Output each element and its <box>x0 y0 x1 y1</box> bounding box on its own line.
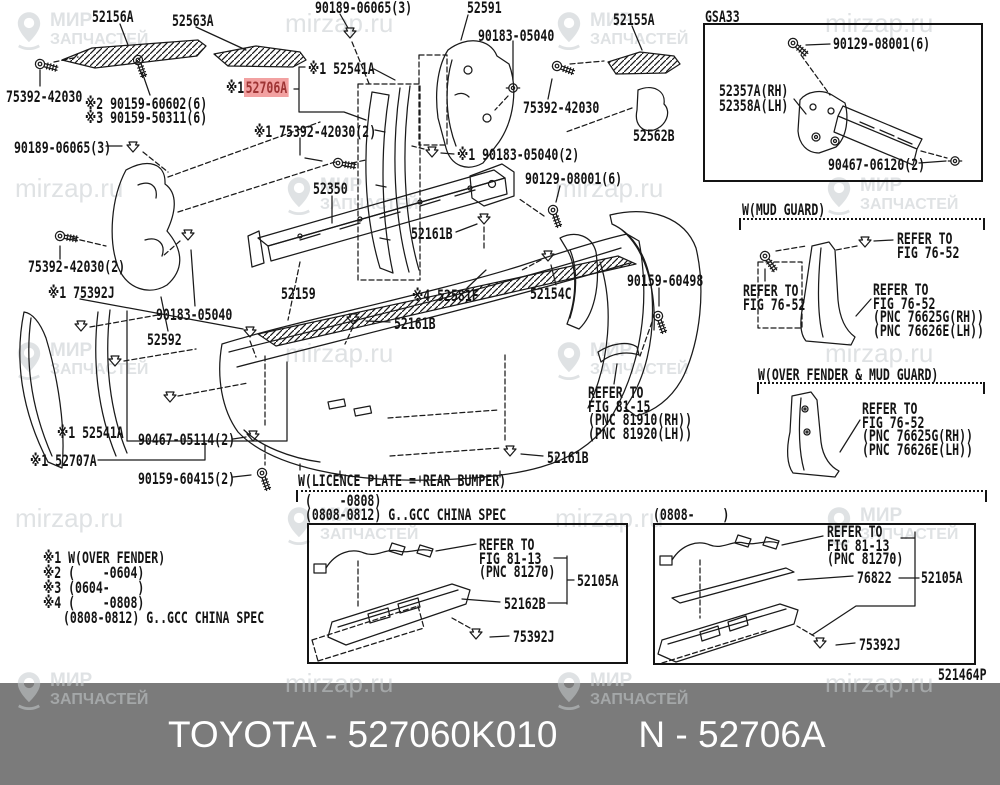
part-label: 52154C <box>530 284 572 303</box>
section-title: W(MUD GUARD) <box>742 200 826 219</box>
part-label: 52161B <box>411 224 453 243</box>
part-label: 52350 <box>313 179 348 198</box>
footer-part-number: TOYOTA - 527060K010 <box>168 713 558 755</box>
part-label: 90183-05040 <box>478 26 555 45</box>
part-label: ※2 90159-60602(6) <box>85 94 208 113</box>
part-label: 52162B <box>504 594 546 613</box>
part-label: 52161B <box>547 448 589 467</box>
part-label: 52591 <box>467 0 502 17</box>
part-label: 90189-06065(3) <box>315 0 413 17</box>
part-52155A-52562B <box>547 25 681 133</box>
part-52541A-retainer <box>293 13 455 281</box>
bumper-fasteners <box>232 313 544 493</box>
part-label: 90189-06065(3) <box>14 138 112 157</box>
part-52350-reinforcement <box>247 163 565 321</box>
part-label: 90159-60415(2) <box>138 469 236 488</box>
legend-row: ※1 W(OVER FENDER) <box>43 548 166 567</box>
date-range: (0808- ) <box>653 505 730 524</box>
selected-part-label[interactable]: ※152706A <box>226 78 289 97</box>
part-label: 75392J <box>513 627 555 646</box>
selected-part-prefix: ※1 <box>226 78 245 97</box>
part-label: 76822 <box>857 568 892 587</box>
part-label: ※1 75392J <box>48 283 115 302</box>
gsa33-inset-art <box>785 35 963 166</box>
part-label: 52358A(LH) <box>719 96 789 115</box>
part-52156A-52563A-rails <box>33 23 307 173</box>
section-title: GSA33 <box>705 7 740 26</box>
footer-pnc-code: N - 52706A <box>638 713 826 755</box>
part-label: 90467-06120(2) <box>828 155 926 174</box>
part-label: ※1 90183-05040(2) <box>457 145 580 164</box>
part-label: 90129-08001(6) <box>833 34 931 53</box>
part-label: ※1 52707A <box>30 451 97 470</box>
legend-row: ※3 (0604- ) <box>43 578 145 597</box>
part-label: 75392-42030 <box>6 87 83 106</box>
overfender-inset-art <box>786 391 861 478</box>
date-range: ( -0808) <box>305 491 382 510</box>
part-label: 52357A(RH) <box>719 81 789 100</box>
part-label: ※3 90159-50311(6) <box>85 108 208 127</box>
licence-right-art <box>657 531 920 664</box>
legend-row: ※2 ( -0604) <box>43 563 145 582</box>
legend-row: ※4 ( -0808) <box>43 593 145 612</box>
part-label: 52562B <box>633 126 675 145</box>
section-title: W(LICENCE PLATE = REAR BUMPER) <box>298 471 507 490</box>
selected-part-number[interactable]: 52706A <box>244 78 289 97</box>
part-label: 75392-42030(2) <box>28 257 126 276</box>
mudguard-inset-art <box>757 236 894 346</box>
date-range: (0808-0812) G..GCC CHINA SPEC <box>305 505 507 524</box>
part-label: ※1 52541A <box>308 59 375 78</box>
section-title: W(OVER FENDER & MUD GUARD) <box>758 365 939 384</box>
part-label: 90183-05040 <box>156 305 233 324</box>
part-52592-bracket <box>54 121 336 358</box>
part-label: ※1 52541A <box>57 423 124 442</box>
part-label: 52563A <box>172 11 214 30</box>
part-label: 52592 <box>147 330 182 349</box>
part-label: 52161B <box>394 314 436 333</box>
part-label: ※4 52581F <box>412 286 479 305</box>
drawing-number: 521464P <box>938 665 987 684</box>
part-label: 52105A <box>577 571 619 590</box>
part-label: 52159 <box>281 284 316 303</box>
part-label: 90159-60498 <box>627 271 704 290</box>
part-label: 52155A <box>613 10 655 29</box>
footer-banner: TOYOTA - 527060K010 N - 52706A <box>0 683 1000 785</box>
part-corner-cap <box>521 211 702 417</box>
part-label: 90129-08001(6) <box>525 169 623 188</box>
part-label: 52156A <box>92 7 134 26</box>
part-label: 75392J <box>859 635 901 654</box>
licence-left-art <box>311 542 575 662</box>
part-52159-bumper-cover <box>219 233 645 483</box>
part-label: 75392-42030 <box>523 98 600 117</box>
part-label: ※1 75392-42030(2) <box>254 122 377 141</box>
part-52591-support <box>418 14 521 168</box>
part-label: 90467-05114(2) <box>138 430 236 449</box>
part-label: 52105A <box>921 568 963 587</box>
legend-row: (0808-0812) G..GCC CHINA SPEC <box>63 608 265 627</box>
